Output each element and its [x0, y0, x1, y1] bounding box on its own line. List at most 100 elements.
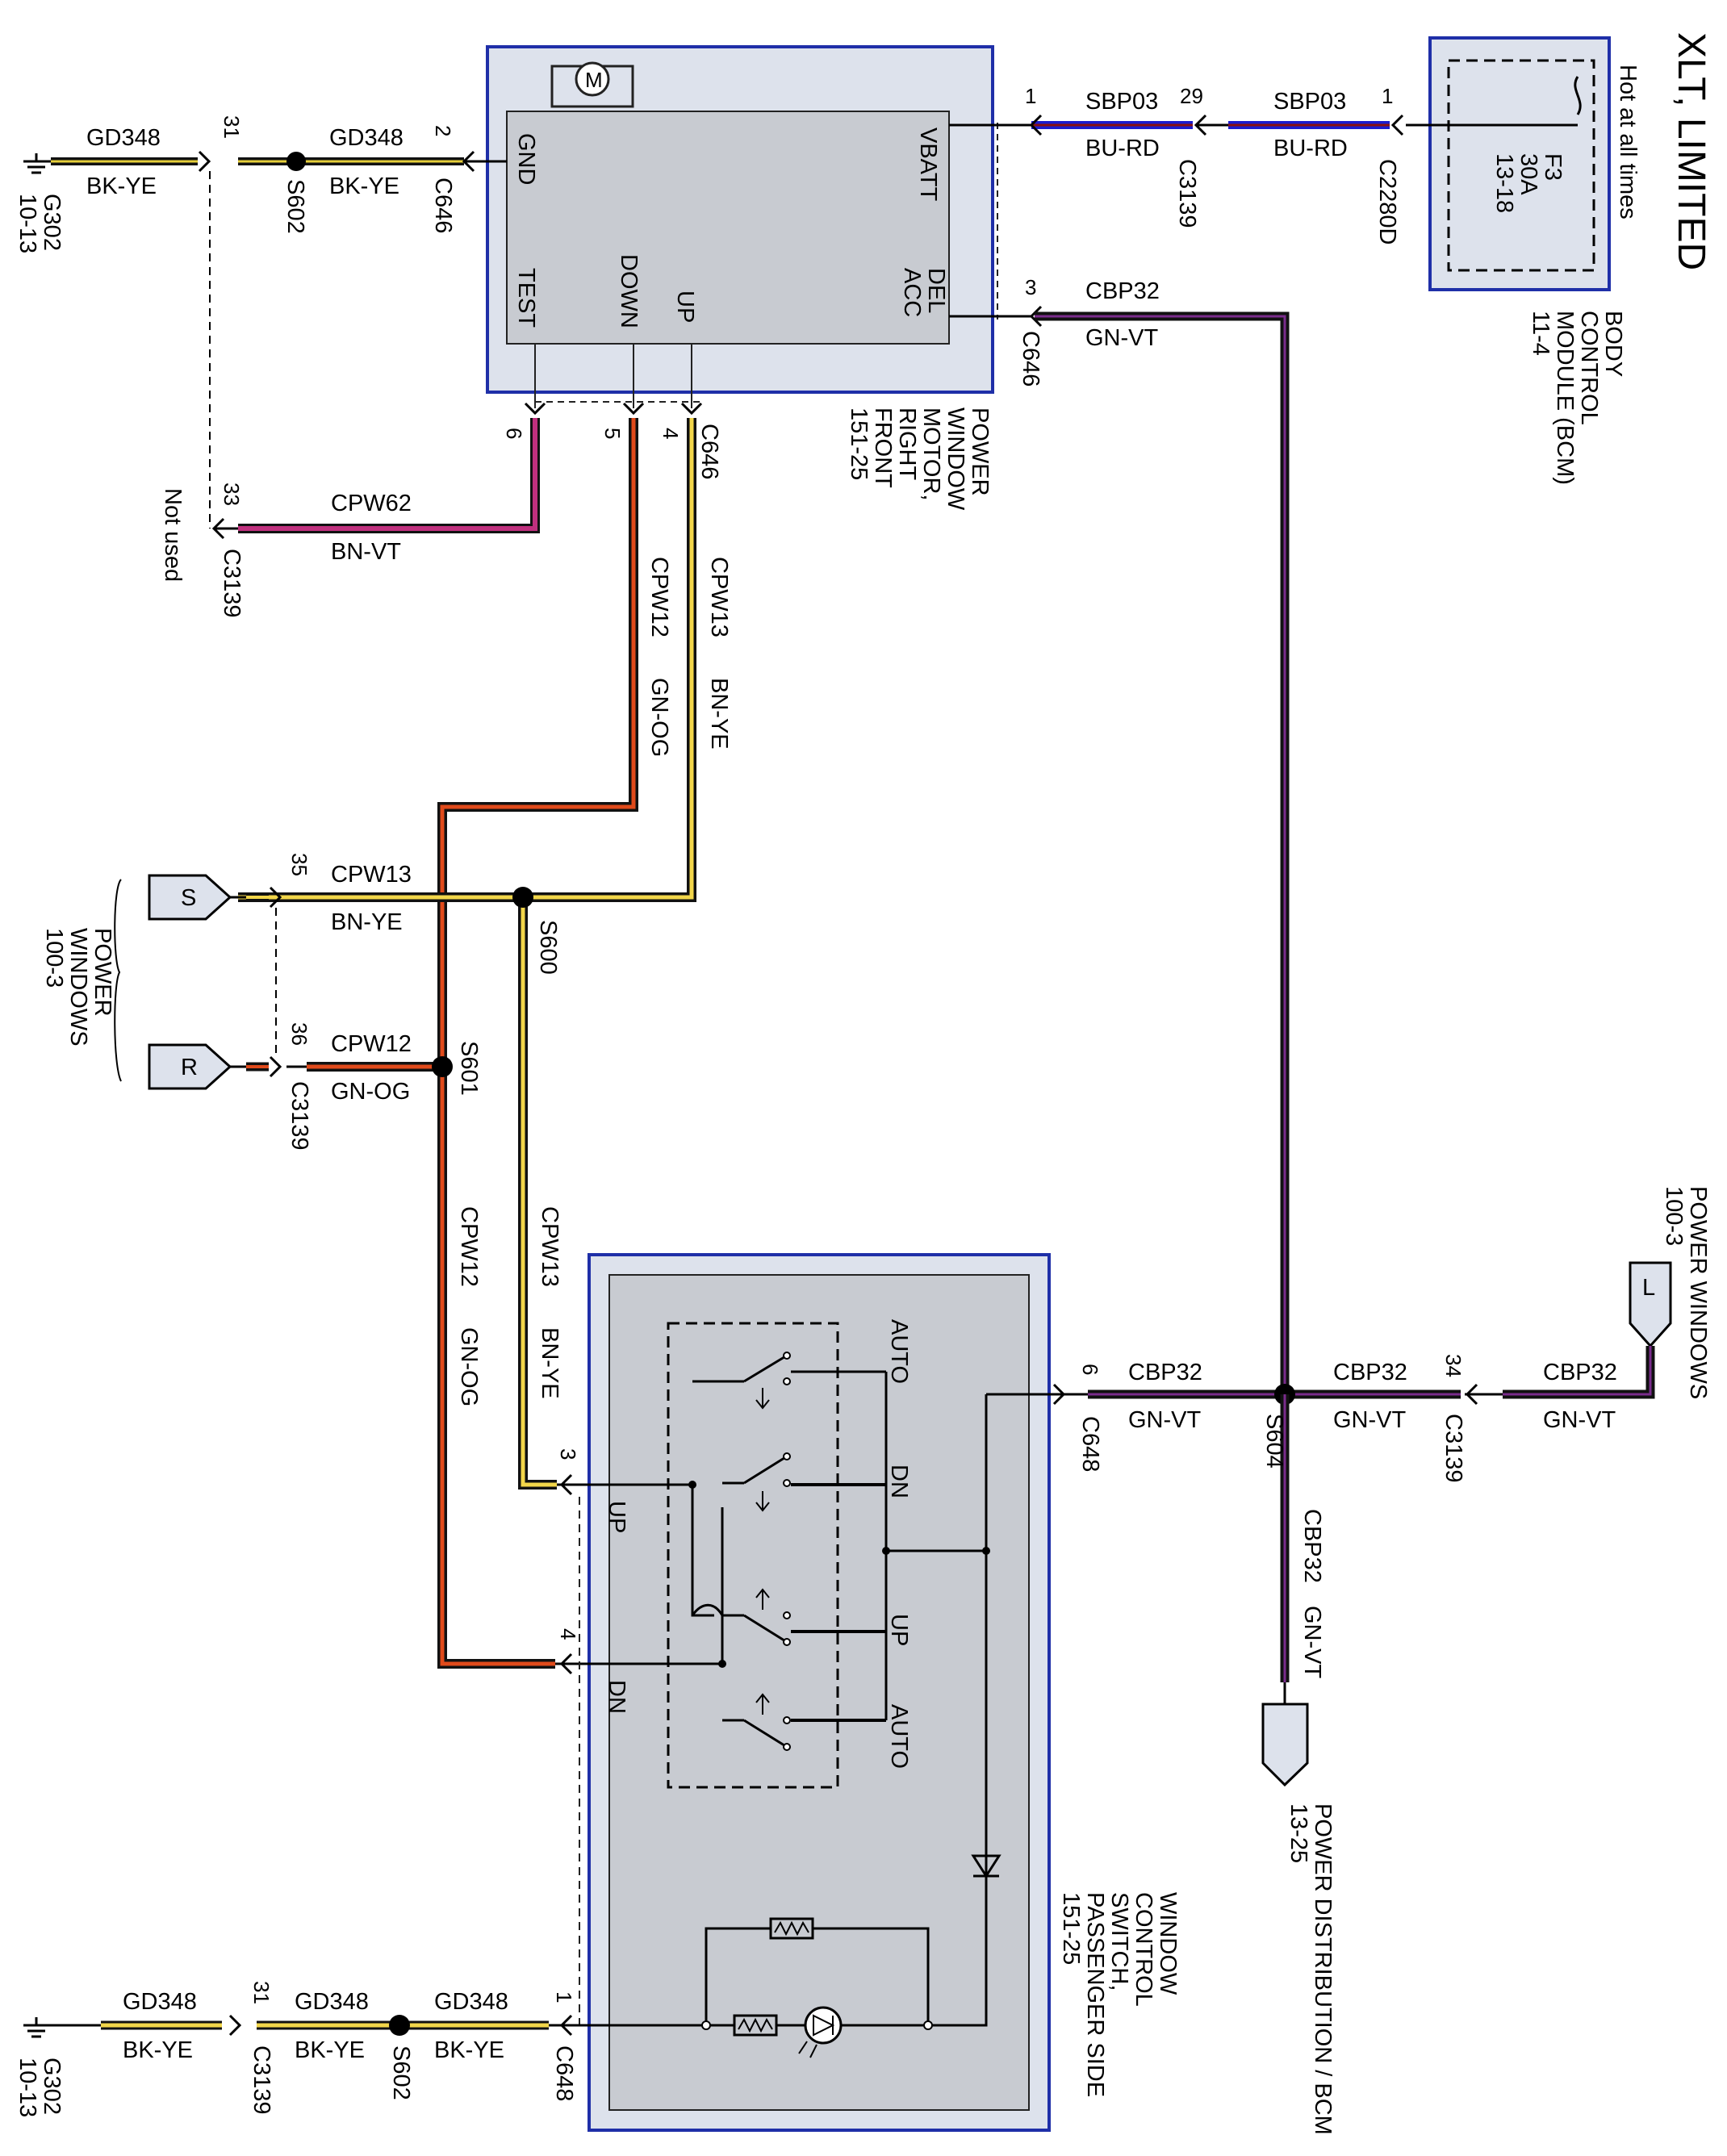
- wire-cbp32-top: [1035, 311, 1290, 1394]
- pin-c646-1: 1: [1025, 84, 1036, 108]
- color-gd348-b3: BK-YE: [434, 2037, 504, 2063]
- pin-c2280d: 1: [1382, 84, 1393, 108]
- label-cbp32-l: CBP32: [1543, 1360, 1617, 1385]
- label-gd348-top-b: GD348: [329, 125, 404, 151]
- splice-s602-top-label: S602: [282, 179, 308, 234]
- sw-contact-up: [722, 1588, 791, 1646]
- pin-c3139-31-bottom: 31: [249, 1981, 274, 2004]
- sw-diode: [971, 1854, 1001, 1878]
- arrow-c3139-36: [269, 1055, 282, 1078]
- circuit-cbp32: 3 CBP32 GN-VT C646: [949, 275, 1290, 1394]
- color-cbp32-top: GN-VT: [1085, 325, 1159, 351]
- motor-label-line6: 151-25: [846, 407, 872, 480]
- connector-c646-3: C646: [1018, 331, 1043, 386]
- connector-c3139-29: C3139: [1174, 159, 1200, 228]
- connector-c646-bottom: C646: [696, 424, 722, 479]
- arrow-c648-1: [559, 2014, 573, 2037]
- circuit-cpw12-cpw13: CPW13 BN-YE CPW12 GN-OG S600 S601 CPW13 …: [238, 418, 732, 1675]
- brace-sr: [114, 879, 122, 1082]
- arrow-c646-6: [524, 402, 546, 416]
- wire-cpw13-main-stripe: [238, 418, 694, 900]
- color-gd348-top-b: BK-YE: [329, 173, 399, 199]
- sw-junction-2: [982, 1547, 990, 1555]
- color-cbp32-mid: GN-VT: [1333, 1407, 1407, 1433]
- sw-label-line2: CONTROL: [1131, 1892, 1156, 2007]
- motor-label-line3: MOTOR,: [918, 407, 944, 500]
- connector-power-dist: [1261, 1703, 1309, 1787]
- motor-pin-vbatt: VBATT: [915, 127, 941, 202]
- label-cbp32-down: CBP32: [1299, 1509, 1325, 1583]
- pin-c646-6: 6: [502, 428, 526, 439]
- motor-pin-down: DOWN: [616, 254, 642, 328]
- pin-c3139-31-top: 31: [220, 115, 244, 139]
- label-cpw12-pw: CPW12: [331, 1031, 412, 1057]
- pw-l-label-line1: POWER WINDOWS: [1685, 1186, 1711, 1399]
- fuse-rating: 30A: [1516, 153, 1541, 195]
- pin-c3139-36: 36: [287, 1022, 312, 1046]
- label-cpw62: CPW62: [331, 491, 412, 516]
- pin-c648-1: 1: [552, 1991, 576, 2003]
- wire-cbp32-l-stripe: [1503, 1346, 1652, 1396]
- circuit-cbp32-lower: L POWER WINDOWS 100-3 CBP32 GN-VT 34 C31…: [1052, 1186, 1711, 2135]
- circuit-sbp03: 1 SBP03 BU-RD C2280D 29 SBP03 BU-RD C313…: [949, 84, 1578, 244]
- wire-cpw13-sw-stripe: [521, 897, 557, 1487]
- splice-s604-label: S604: [1261, 1414, 1287, 1469]
- color-cpw13-motor: BN-YE: [706, 678, 732, 750]
- wire-cbp32-top-stripe: [1035, 315, 1286, 1394]
- circuit-cpw62: CPW62 BN-VT 33 C3139 Not used: [160, 418, 540, 617]
- pin-c646-3: 3: [1025, 275, 1036, 299]
- color-cpw12-pw: GN-OG: [331, 1079, 410, 1105]
- color-cpw62: BN-VT: [331, 539, 401, 565]
- pin-c3139-34: 34: [1441, 1354, 1466, 1377]
- pin-c648-6: 6: [1078, 1364, 1102, 1375]
- resistor-bottom-zig: [738, 2017, 773, 2033]
- label-cbp32-sw: CBP32: [1128, 1360, 1202, 1385]
- circuit-gd348-top: GD348 BK-YE GD348 BK-YE 31 2 C646 S602 G…: [15, 115, 507, 529]
- sw-led-rays: [798, 2041, 818, 2058]
- splice-s602-bottom: [389, 2015, 410, 2036]
- sw-node-b: [923, 2020, 933, 2030]
- connector-l: [1629, 1261, 1672, 1348]
- pin-c646-2: 2: [431, 125, 455, 136]
- pw-sr-label-line3: 100-3: [41, 928, 67, 988]
- wire-cpw13-main: [238, 418, 696, 902]
- connector-c3139-36: C3139: [286, 1081, 312, 1150]
- power-window-motor: M GND VBATT DEL ACC TEST DOWN UP POWER W…: [486, 45, 998, 511]
- arrow-c3139-31-top: [198, 150, 211, 173]
- power-dist-label: POWER DISTRIBUTION / BCM: [1310, 1803, 1336, 2135]
- motor-label-line5: FRONT: [870, 407, 896, 488]
- color-sbp03-a: BU-RD: [1273, 136, 1348, 161]
- sw-led-symbol: [813, 2014, 835, 2037]
- sw-crossover: [691, 1603, 724, 1616]
- connector-r-label: R: [181, 1055, 198, 1080]
- sw-term-up-top: UP: [886, 1614, 912, 1646]
- label-cpw13-sw: CPW13: [537, 1206, 562, 1287]
- label-gd348-b3: GD348: [434, 1989, 508, 2015]
- arrow-sw-4: [559, 1653, 573, 1675]
- arrow-c2280d: [1390, 114, 1404, 136]
- sw-junction-4: [718, 1660, 726, 1668]
- arrow-c646-4: [680, 402, 703, 416]
- pin-c646-4: 4: [659, 428, 683, 439]
- sw-term-dn-top: DN: [886, 1464, 912, 1498]
- splice-s601-label: S601: [456, 1041, 482, 1096]
- label-gd348-b1: GD348: [123, 1989, 197, 2015]
- label-sbp03-b: SBP03: [1085, 89, 1158, 115]
- switch-inner-box: [608, 1274, 1030, 2111]
- power-windows-sr: S R POWER WINDOWS 100-3: [41, 874, 282, 1090]
- arrow-c3139-33: [211, 517, 225, 540]
- sw-label-line4: PASSENGER SIDE: [1082, 1892, 1108, 2097]
- power-dist-ref: 13-25: [1286, 1803, 1311, 1863]
- sw-lamp-led: [804, 2006, 843, 2045]
- arrow-c3139-34: [1465, 1383, 1478, 1406]
- connector-c2280d: C2280D: [1374, 159, 1400, 244]
- connector-l-label: L: [1642, 1275, 1655, 1301]
- resistor-top-zig: [774, 1920, 809, 1937]
- fuse-ref: 13-18: [1491, 153, 1517, 213]
- pw-l-label-line2: 100-3: [1661, 1186, 1687, 1246]
- label-gd348-b2: GD348: [295, 1989, 369, 2015]
- motor-pin-acc: ACC: [899, 268, 925, 317]
- pin-c646-5: 5: [600, 428, 625, 439]
- sw-term-up-left: UP: [604, 1501, 629, 1533]
